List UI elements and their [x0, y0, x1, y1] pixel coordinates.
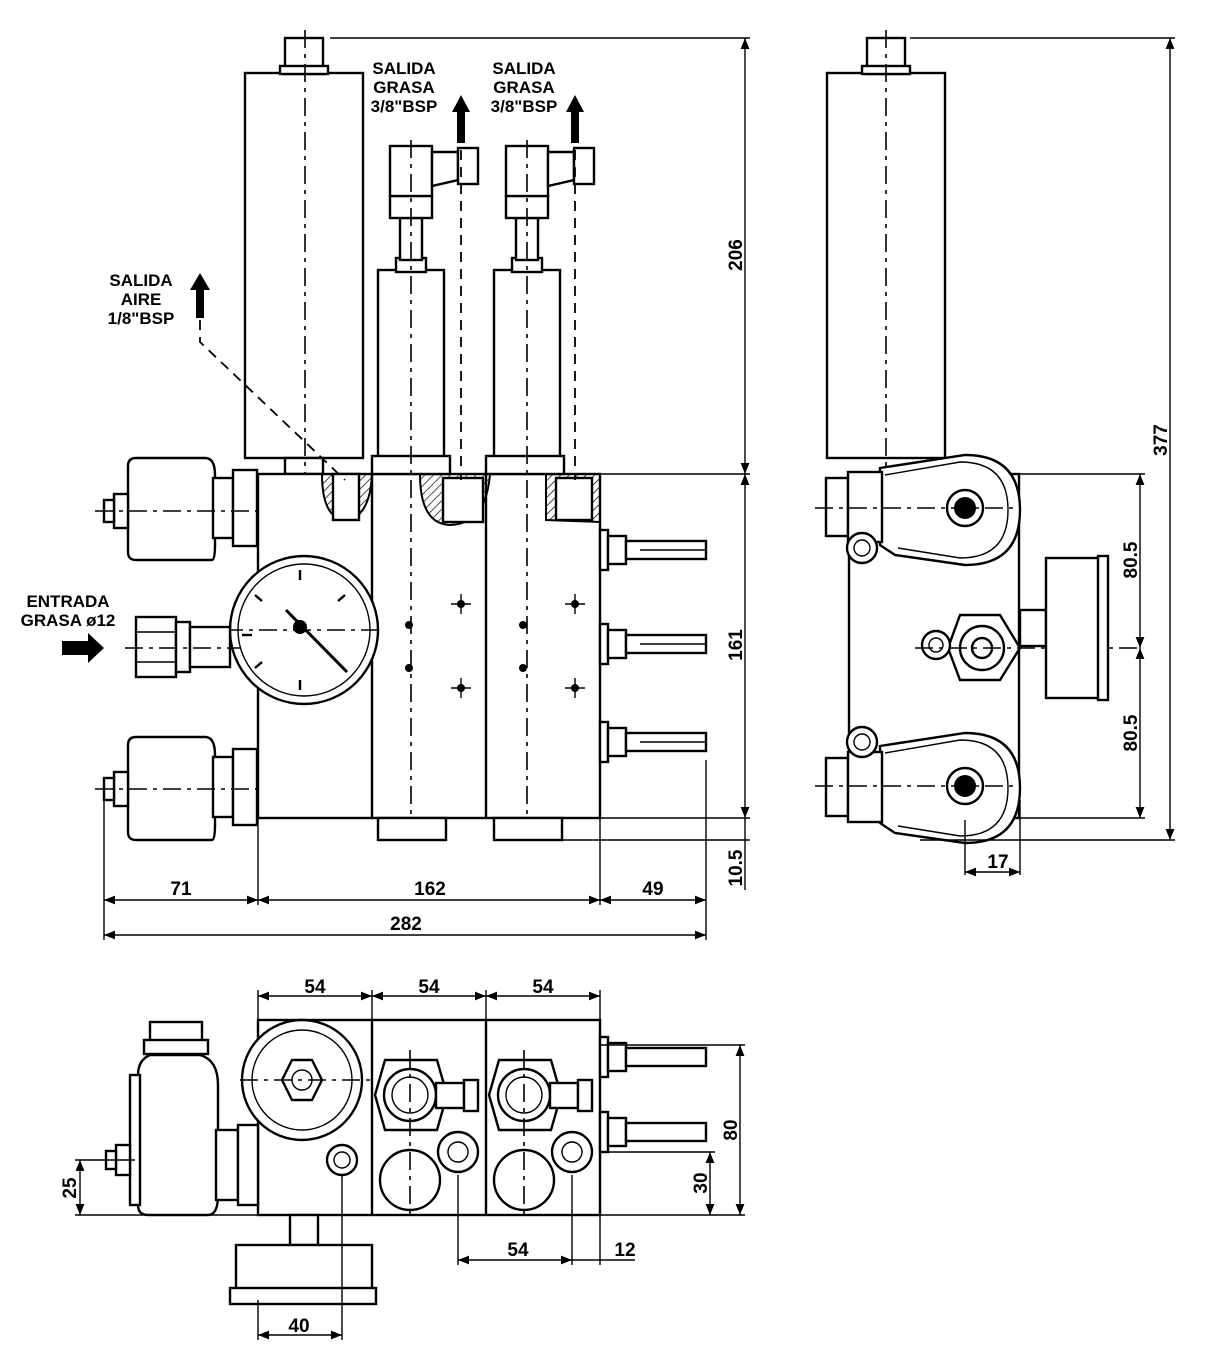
- dim-80: 80: [721, 1119, 742, 1140]
- dim-282: 282: [390, 914, 422, 935]
- dim-54-b: 54: [418, 977, 440, 998]
- entrada-grasa-line-1: ENTRADA: [26, 592, 109, 611]
- front-air-cylinder: [243, 71, 365, 460]
- side-valve-top: [815, 453, 1022, 567]
- dim-12: 12: [614, 1240, 635, 1261]
- salida-grasa-2-arrow-icon: [566, 95, 584, 143]
- dim-377: 377: [1151, 424, 1172, 456]
- dim-54-c: 54: [532, 977, 554, 998]
- salida-aire-line-2: AIRE: [121, 290, 162, 309]
- salida-grasa-1-arrow-icon: [452, 95, 470, 143]
- entrada-grasa-arrow-icon: [62, 633, 104, 663]
- dim-71: 71: [170, 879, 192, 900]
- dim-161: 161: [726, 629, 747, 661]
- plan-solenoid: [104, 1020, 260, 1217]
- front-inlet-fitting: [125, 615, 240, 679]
- entrada-grasa-line-2: GRASA ø12: [21, 611, 116, 630]
- salida-grasa-1-line-2: GRASA: [373, 78, 434, 97]
- dim-30: 30: [691, 1172, 712, 1193]
- annotations: SALIDA GRASA 3/8"BSP SALIDA GRASA 3/8"BS…: [21, 59, 1172, 1337]
- front-solenoid-bottom: [95, 735, 260, 842]
- side-view: [815, 30, 1175, 877]
- front-solenoid-top: [95, 456, 260, 562]
- plan-gauge: [228, 1213, 378, 1306]
- dim-80-5-upper: 80.5: [1121, 541, 1142, 578]
- front-outlet-studs: [598, 528, 708, 764]
- front-block-holes: [405, 594, 585, 698]
- side-air-cylinder: [825, 71, 947, 460]
- dim-54-a: 54: [304, 977, 326, 998]
- front-view: [62, 30, 750, 940]
- dim-162: 162: [414, 879, 446, 900]
- salida-grasa-2-line-2: GRASA: [493, 78, 554, 97]
- dim-80-5-lower: 80.5: [1121, 714, 1142, 751]
- plan-pump-2: [487, 1050, 594, 1215]
- dim-49: 49: [642, 879, 663, 900]
- salida-grasa-1-line-1: SALIDA: [372, 59, 435, 78]
- dim-54-pitch: 54: [507, 1240, 529, 1261]
- salida-grasa-1-line-3: 3/8"BSP: [371, 97, 438, 116]
- dim-206: 206: [726, 239, 747, 271]
- dim-25: 25: [60, 1177, 81, 1199]
- dim-40: 40: [288, 1316, 309, 1337]
- salida-aire-line-3: 1/8"BSP: [108, 309, 175, 328]
- front-pump-1: [370, 140, 480, 842]
- plan-pump-1: [373, 1050, 480, 1215]
- side-pressure-gauge: [1018, 554, 1110, 702]
- plan-view: [75, 990, 745, 1340]
- dim-10-5: 10.5: [726, 849, 747, 886]
- salida-grasa-2-line-1: SALIDA: [492, 59, 555, 78]
- dim-17: 17: [987, 852, 1008, 873]
- side-center-fitting: [915, 613, 1140, 682]
- salida-grasa-2-line-3: 3/8"BSP: [491, 97, 558, 116]
- salida-aire-line-1: SALIDA: [109, 271, 172, 290]
- front-pump-2: [484, 140, 596, 842]
- salida-aire-arrow-icon: [190, 273, 210, 318]
- side-valve-bottom: [815, 725, 1022, 845]
